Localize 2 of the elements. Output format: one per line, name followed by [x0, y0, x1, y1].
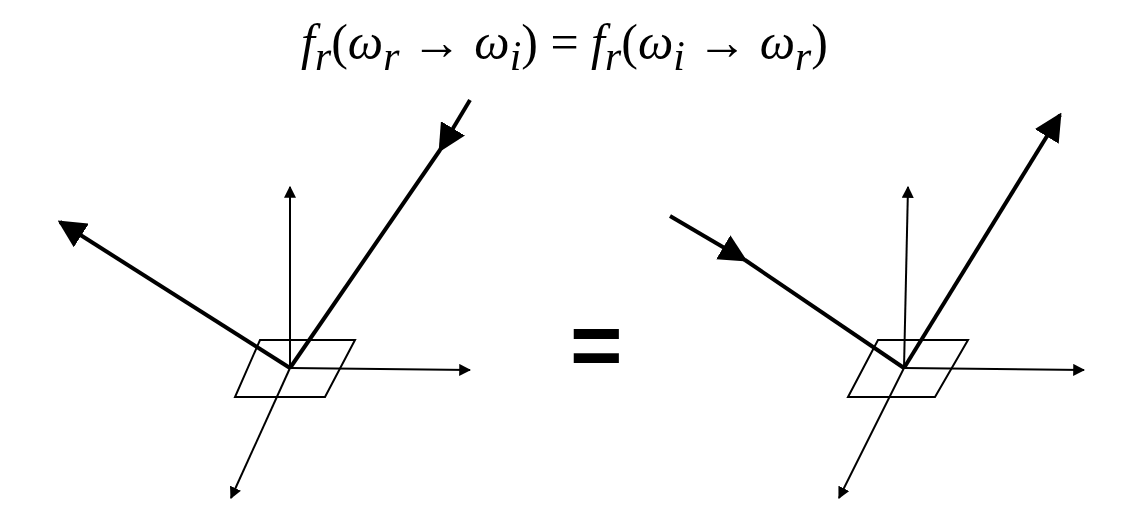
equals-sign: = — [570, 300, 623, 390]
equation-title: f$_{r}$(ω$_{r}$ → ω$_{i}$) = f$_{r}$(ω$_{i}$ → ω$_{r}$) — [301, 13, 828, 81]
